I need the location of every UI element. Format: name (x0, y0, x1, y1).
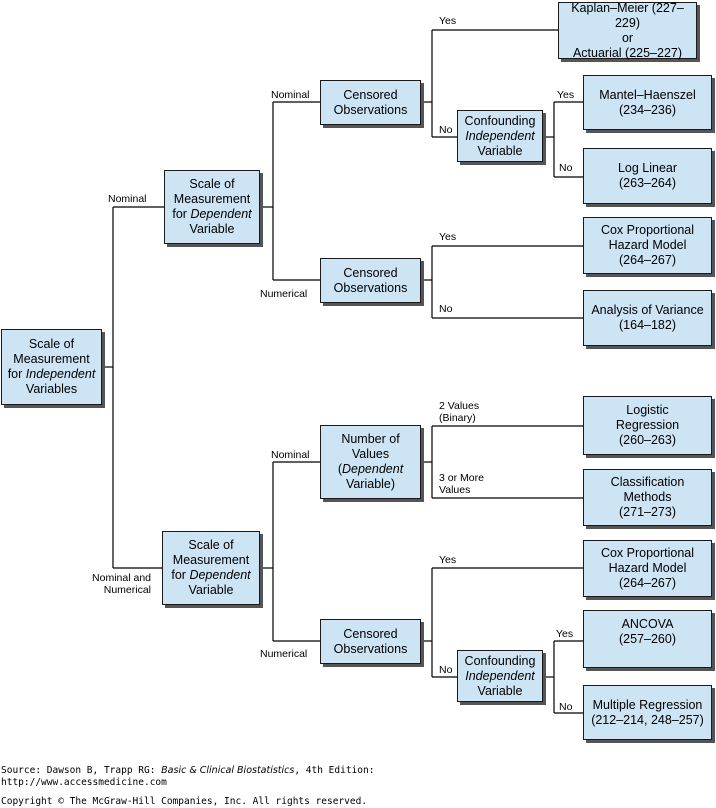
label-two-values: 2 Values (Binary) (439, 400, 480, 424)
label-bottom-nominal: Nominal (271, 449, 310, 461)
dependent-variable-node-bottom: Scale of Measurement for Dependent Varia… (162, 531, 260, 605)
label-nominal-root: Nominal (108, 193, 147, 205)
label-confounding1-yes: Yes (557, 89, 575, 101)
kaplan-meier-node: Kaplan–Meier (227–229) or Actuarial (225… (558, 1, 697, 60)
label-confounding1-no: No (559, 162, 573, 174)
log-linear-node: Log Linear (263–264) (583, 148, 712, 204)
confounding-variable-node-1: Confounding Independent Variable (457, 110, 543, 162)
censored-observations-node-1: Censored Observations (320, 80, 421, 125)
source-citation: Source: Dawson B, Trapp RG: Basic & Clin… (1, 765, 375, 776)
cox-proportional-hazard-node-2: Cox Proportional Hazard Model (264–267) (583, 540, 712, 597)
label-censored1-yes: Yes (439, 15, 457, 27)
label-top-nominal: Nominal (271, 89, 310, 101)
mantel-haenszel-node: Mantel–Haenszel (234–236) (583, 75, 712, 130)
label-censored3-yes: Yes (439, 554, 457, 566)
label-nominal-and-numerical: Nominal and Numerical (92, 572, 151, 596)
label-top-numerical: Numerical (260, 288, 308, 300)
copyright-notice: Copyright © The McGraw-Hill Companies, I… (1, 796, 368, 807)
cox-proportional-hazard-node-1: Cox Proportional Hazard Model (264–267) (583, 217, 712, 274)
censored-observations-node-2: Censored Observations (320, 258, 421, 303)
classification-methods-node: Classification Methods (271–273) (583, 469, 712, 526)
censored-observations-node-3: Censored Observations (320, 619, 421, 664)
label-censored3-no: No (439, 664, 453, 676)
label-three-or-more-values: 3 or More Values (439, 472, 484, 496)
ancova-node: ANCOVA (257–260) (583, 610, 712, 668)
multiple-regression-node: Multiple Regression (212–214, 248–257) (583, 685, 712, 740)
label-confounding2-no: No (559, 701, 573, 713)
label-censored1-no: No (439, 124, 453, 136)
dependent-variable-node-top: Scale of Measurement for Dependent Varia… (164, 170, 260, 244)
number-of-values-node: Number of Values (Dependent Variable) (320, 425, 421, 499)
label-bottom-numerical: Numerical (260, 648, 308, 660)
label-censored2-yes: Yes (439, 231, 457, 243)
analysis-of-variance-node: Analysis of Variance (164–182) (583, 290, 712, 346)
logistic-regression-node: Logistic Regression (260–263) (583, 396, 712, 455)
independent-variables-node: Scale of Measurement for Independent Var… (1, 329, 102, 405)
label-confounding2-yes: Yes (556, 628, 574, 640)
source-url: http://www.accessmedicine.com (1, 777, 167, 788)
label-censored2-no: No (439, 303, 453, 315)
confounding-variable-node-2: Confounding Independent Variable (457, 650, 543, 702)
